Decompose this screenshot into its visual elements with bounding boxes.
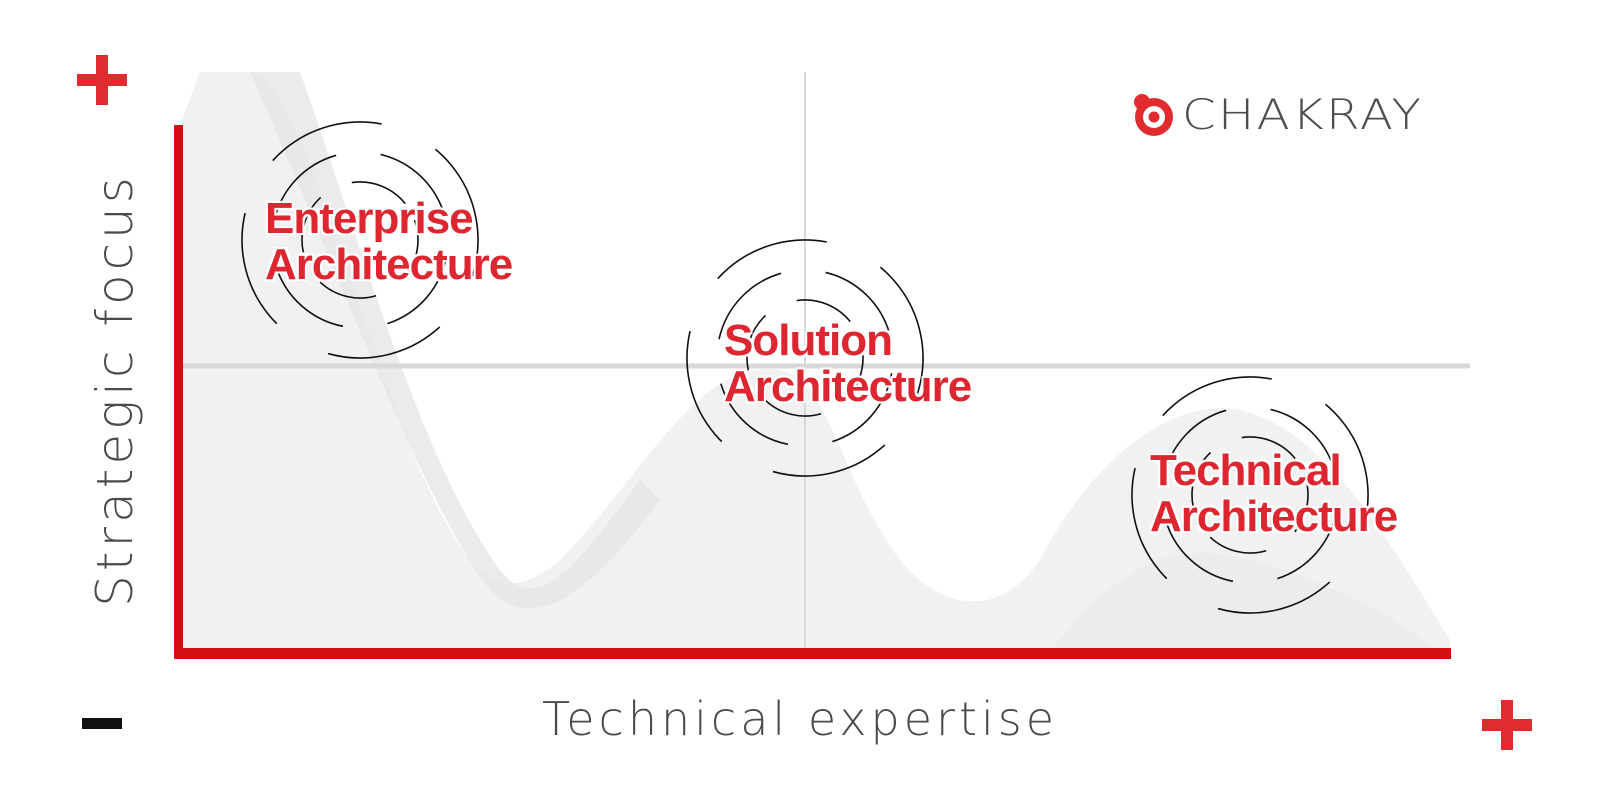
y-axis-label: Strategic focus: [86, 173, 144, 607]
technical-architecture-node: Technical Architecture: [1150, 446, 1398, 541]
y-axis-plus-icon: [77, 55, 127, 105]
chakray-logo: CHAKRAY: [1130, 90, 1421, 139]
node-label-line2: Architecture: [724, 362, 972, 411]
x-axis-label: Technical expertise: [541, 692, 1059, 746]
solution-architecture-node: Solution Architecture: [724, 316, 972, 411]
brand-name: CHAKRAY: [1182, 90, 1424, 139]
chakray-target-icon: [1134, 93, 1173, 136]
x-axis-minus-icon: [82, 718, 122, 729]
node-label-line1: Technical: [1150, 446, 1342, 495]
enterprise-architecture-node: Enterprise Architecture: [265, 194, 513, 289]
node-label-line1: Enterprise: [265, 194, 474, 243]
node-label-line1: Solution: [724, 316, 893, 365]
node-label-line2: Architecture: [265, 240, 513, 289]
x-axis-plus-icon: [1482, 700, 1532, 750]
node-label-line2: Architecture: [1150, 492, 1398, 541]
